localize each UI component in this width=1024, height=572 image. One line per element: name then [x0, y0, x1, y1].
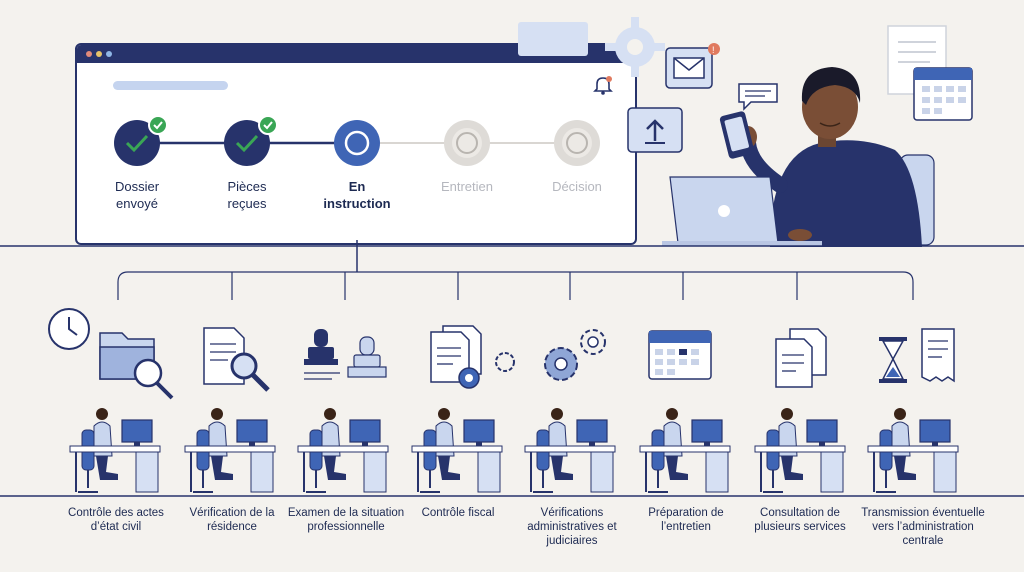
- task-label-administrative: Vérifications administratives et judicia…: [527, 507, 617, 547]
- upload-icon: [627, 107, 683, 153]
- window-close-dot[interactable]: [86, 51, 92, 57]
- task-label-interview-prep: Préparation de l’entretien: [648, 507, 724, 533]
- task-label-civil-status: Contrôle des actes d’état civil: [68, 507, 164, 533]
- worker-6: [639, 407, 731, 493]
- address-bar[interactable]: [113, 81, 228, 90]
- step-2-label: Pièces reçues: [227, 179, 267, 211]
- check-badge-icon: [148, 115, 168, 135]
- hourglass-icon: [879, 337, 907, 383]
- bell-icon[interactable]: [592, 74, 614, 96]
- calendar-document-icon: [887, 25, 973, 121]
- window-minimize-dot[interactable]: [96, 51, 102, 57]
- worker-5: [524, 407, 616, 493]
- person-illustration: [662, 67, 935, 247]
- gear-icon: [605, 17, 665, 77]
- document-search-icon: [203, 327, 270, 392]
- step-5-label: Décision: [552, 179, 602, 194]
- worker-4: [411, 407, 503, 493]
- workers-row: [0, 407, 1024, 497]
- clock-icon: [48, 308, 90, 350]
- chat-bubble-icon: [738, 83, 778, 111]
- application-window: Dossier envoyé Pièces reçues En instruct…: [75, 43, 637, 245]
- step-1-marker[interactable]: [114, 115, 168, 166]
- task-label-tax: Contrôle fiscal: [421, 507, 495, 519]
- check-badge-icon: [258, 115, 278, 135]
- step-3-marker[interactable]: [334, 120, 380, 166]
- worker-1: [69, 407, 161, 493]
- svg-text:!: !: [712, 45, 715, 55]
- stamp-icon: [304, 329, 387, 380]
- step-5-marker[interactable]: [554, 120, 600, 166]
- documents-icon: [775, 328, 827, 388]
- step-1-label: Dossier envoyé: [114, 179, 160, 211]
- document-gear-icon: [430, 325, 515, 389]
- task-label-services: Consultation de plusieurs services: [754, 507, 846, 533]
- tree-connectors: [0, 240, 1024, 300]
- window-titlebar: [77, 45, 635, 63]
- step-4-marker[interactable]: [444, 120, 490, 166]
- worker-8: [867, 407, 959, 493]
- task-label-residence: Vérification de la résidence: [189, 507, 275, 533]
- folder-magnifier-icon: [99, 332, 174, 400]
- step-2-marker[interactable]: [224, 115, 278, 166]
- step-3-label: En instruction: [323, 179, 391, 211]
- gears-icon: [544, 329, 606, 381]
- receipt-icon: [921, 328, 955, 383]
- calendar-icon: [648, 330, 712, 380]
- worker-7: [754, 407, 846, 493]
- task-label-professional: Examen de la situation professionnelle: [287, 507, 405, 533]
- background-document-icon: [518, 22, 588, 56]
- progress-stepper: [114, 115, 600, 166]
- step-4-label: Entretien: [440, 179, 494, 194]
- worker-3: [297, 407, 389, 493]
- mail-icon: !: [665, 43, 720, 89]
- worker-2: [184, 407, 276, 493]
- task-label-central-admin: Transmission éventuelle vers l’administr…: [861, 507, 985, 547]
- window-maximize-dot[interactable]: [106, 51, 112, 57]
